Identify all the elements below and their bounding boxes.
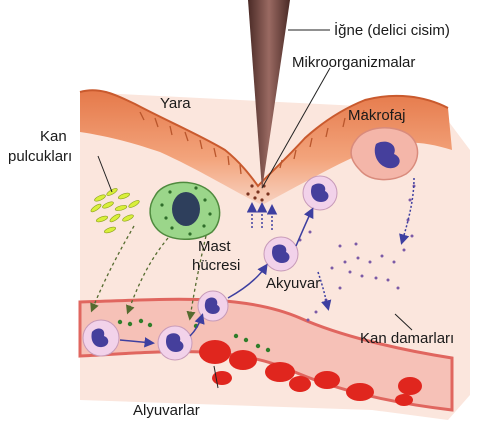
arrows-blue (119, 177, 415, 348)
rbc (346, 383, 374, 401)
needle-label: İğne (delici cisim) (334, 22, 450, 39)
platelets (90, 188, 140, 234)
leukocyte-in-tissue (263, 236, 299, 272)
wound-label: Yara (160, 95, 191, 112)
macrophage-label: Makrofaj (348, 107, 406, 124)
erythrocytes (199, 340, 422, 406)
leukocyte-in-vessel (82, 319, 120, 357)
needle (248, 0, 290, 190)
skin-surface (80, 90, 452, 205)
platelets-label-line1: Kan (40, 128, 67, 145)
erythrocytes-label: Alyuvarlar (133, 402, 200, 419)
rbc (199, 340, 231, 364)
rbc (265, 362, 295, 382)
skin-texture (139, 109, 365, 175)
chemotactic-dots (298, 184, 416, 322)
mast-cell-label-line1: Mast (198, 238, 231, 255)
leukocyte-diapedesis (197, 290, 229, 322)
skin-edge (79, 89, 449, 188)
rbc (289, 376, 311, 392)
vessels-label: Kan damarları (360, 330, 455, 347)
macrophage (350, 127, 419, 181)
mast-cell-label-line2: hücresi (192, 257, 241, 274)
platelets-label-line2: pulcukları (8, 148, 73, 165)
rbc (314, 371, 340, 389)
leukocyte-near-wound (302, 175, 338, 211)
microorganisms (246, 184, 270, 202)
rbc (398, 377, 422, 395)
leukocyte-in-vessel (157, 325, 193, 361)
mast-cell (149, 181, 221, 240)
microorganisms-label: Mikroorganizmalar (292, 54, 416, 71)
leader-lines (97, 29, 413, 389)
rbc (229, 350, 257, 370)
rbc (395, 394, 413, 406)
arrows-mediator (90, 225, 207, 321)
mediator-dots (117, 318, 271, 353)
leukocyte-label: Akyuvar (266, 275, 321, 292)
